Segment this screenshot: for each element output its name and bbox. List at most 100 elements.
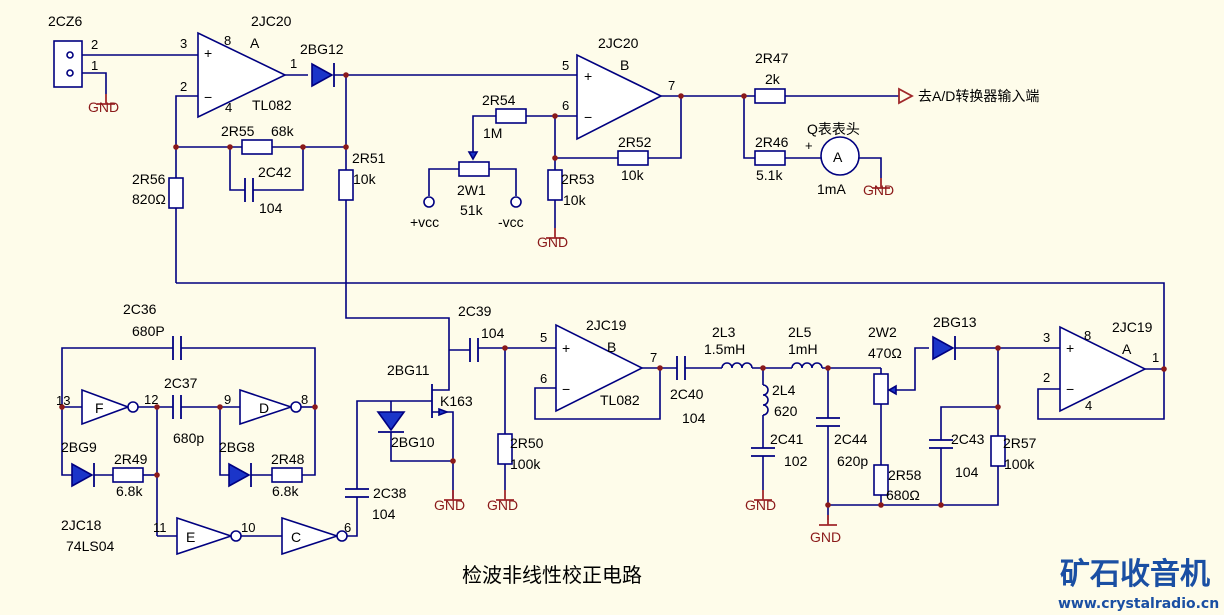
r51-value: 10k <box>353 171 377 187</box>
c44-label: 2C44 <box>834 431 868 447</box>
u18-label: 2JC18 <box>61 517 102 533</box>
inductor-2l5 <box>791 362 823 369</box>
gate-c-label: C <box>291 529 301 545</box>
resistor-2r53 <box>547 169 563 201</box>
resistor-2r55 <box>241 139 273 155</box>
bg10-label: 2BG10 <box>391 434 435 450</box>
c36-value: 680P <box>132 323 165 339</box>
vcc-label: +vcc <box>410 214 439 230</box>
bg12-label: 2BG12 <box>300 41 344 57</box>
meter-symbol: A <box>833 149 843 165</box>
fet-arrow-icon <box>438 407 450 417</box>
r54-value: 1M <box>483 125 502 141</box>
l5-value: 1mH <box>788 341 818 357</box>
opamp-plus-sign: + <box>584 68 592 84</box>
u20b-label: 2JC20 <box>598 35 639 51</box>
u19a-label: 2JC19 <box>1112 319 1153 335</box>
wire <box>61 407 72 476</box>
neg-vcc-label: -vcc <box>498 214 524 230</box>
wire <box>390 432 453 462</box>
c41-value: 102 <box>784 453 808 469</box>
c39-value: 104 <box>481 325 505 341</box>
diode-2bg10 <box>376 411 406 432</box>
u19b-pin6: 6 <box>540 371 547 386</box>
r57-value: 100k <box>1004 456 1035 472</box>
opamp-plus-sign: + <box>562 340 570 356</box>
wire <box>61 347 173 407</box>
opamp-2jc20-a: + − 2JC20 A TL082 3 2 1 8 4 <box>180 13 297 119</box>
diode-2bg12: 2BG12 <box>300 41 344 88</box>
r53-label: 2R53 <box>561 171 595 187</box>
vcc-terminal <box>423 196 435 208</box>
wire <box>534 368 661 420</box>
cz6-pin1: 1 <box>91 58 98 73</box>
c42-label: 2C42 <box>258 164 292 180</box>
u19a-unit: A <box>1122 341 1132 357</box>
u19a-pin8: 8 <box>1084 328 1091 343</box>
wire <box>176 282 1165 369</box>
inverter-gate-c: C 6 <box>281 516 351 556</box>
w2-value: 470Ω <box>868 345 902 361</box>
gnd-label: GND <box>863 182 894 198</box>
ammeter-meter <box>820 136 860 176</box>
wire <box>347 497 358 537</box>
r46-label: 2R46 <box>755 134 789 150</box>
c40-value: 104 <box>682 410 706 426</box>
w1-label: 2W1 <box>457 182 486 198</box>
u19a-pin2: 2 <box>1043 370 1050 385</box>
meter-label: Q表表头 <box>807 121 860 137</box>
wire <box>175 95 198 178</box>
output-label: 去A/D转换器输入端 <box>918 88 1039 104</box>
site-url: www.crystalradio.cn <box>1058 596 1219 612</box>
l3-value: 1.5mH <box>704 341 745 357</box>
r56-value: 820Ω <box>132 191 166 207</box>
u20b-pin6: 6 <box>562 98 569 113</box>
wire <box>489 168 517 196</box>
u20a-pin3: 3 <box>180 36 187 51</box>
pin10: 10 <box>241 520 255 535</box>
r48-value: 6.8k <box>272 483 299 499</box>
inductor-2l3 <box>721 362 753 369</box>
u20b-pin5: 5 <box>562 58 569 73</box>
r50-label: 2R50 <box>510 435 544 451</box>
r51-label: 2R51 <box>352 150 386 166</box>
wire <box>828 466 999 506</box>
pin11: 11 <box>153 520 167 535</box>
wire <box>940 406 998 440</box>
pin13: 13 <box>56 393 70 408</box>
cz6-label: 2CZ6 <box>48 13 82 29</box>
c36-label: 2C36 <box>123 301 157 317</box>
u20a-pin1: 1 <box>290 56 297 71</box>
w2-label: 2W2 <box>868 324 897 340</box>
u20a-pin8: 8 <box>224 33 231 48</box>
u19a-pin1: 1 <box>1152 350 1159 365</box>
c40-label: 2C40 <box>670 386 704 402</box>
potentiometer-2w1 <box>458 161 490 177</box>
potentiometer-2w2 <box>873 373 889 405</box>
resistor-2r48 <box>271 467 303 483</box>
connector-2cz6: 2CZ6 2 1 <box>48 13 98 88</box>
u19a-pin4: 4 <box>1085 398 1092 413</box>
opamp-minus-sign: − <box>204 89 212 105</box>
wire <box>181 347 316 407</box>
u20a-label: 2JC20 <box>251 13 292 29</box>
diagram-title: 检波非线性校正电路 <box>462 563 642 587</box>
r50-value: 100k <box>510 456 541 472</box>
wire <box>432 350 450 391</box>
wire <box>472 115 496 139</box>
resistor-2r57 <box>990 435 1006 467</box>
c43-value: 104 <box>955 464 979 480</box>
opamp-minus-sign: − <box>1066 381 1074 397</box>
resistor-2r52 <box>617 150 649 166</box>
meter-plus: + <box>805 138 813 153</box>
gnd-label: GND <box>537 234 568 250</box>
wire <box>229 147 245 191</box>
u20b-pin7: 7 <box>668 78 675 93</box>
c37-label: 2C37 <box>164 375 198 391</box>
meter-value: 1mA <box>817 181 846 197</box>
c42-value: 104 <box>259 200 283 216</box>
r52-value: 10k <box>621 167 645 183</box>
resistor-2r56 <box>168 177 184 209</box>
r47-label: 2R47 <box>755 50 789 66</box>
wire <box>896 347 929 391</box>
